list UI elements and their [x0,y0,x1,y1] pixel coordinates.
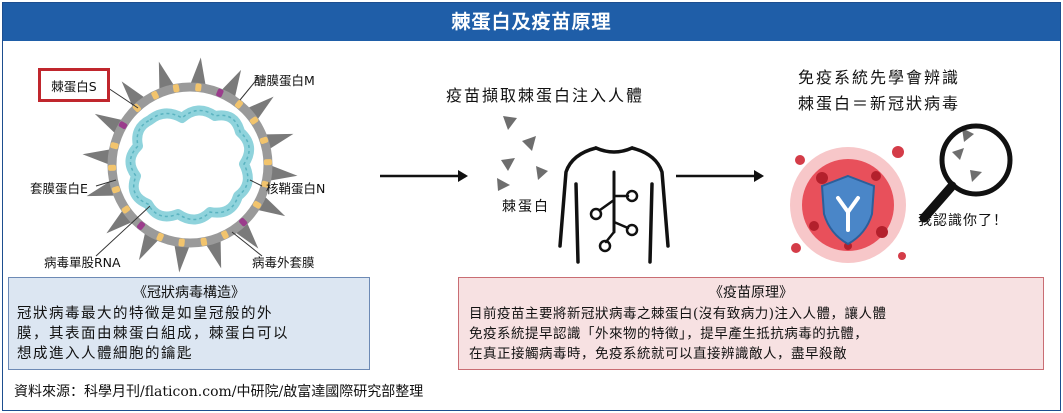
principle-box-line: 在真正接觸病毒時，免疫系統就可以直接辨識敵人，盡早殺敵 [469,346,847,362]
immune-caption-line1: 免疫系統先學會辨識 [798,68,961,87]
principle-box-title: 《疫苗原理》 [709,285,793,301]
spike-protein-label: 棘蛋白S [38,68,110,102]
nucleocapsid-label: 核鞘蛋白N [266,181,326,196]
structure-box: 《冠狀病毒構造》 冠狀病毒最大的特徵是如皇冠般的外 膜，其表面由棘蛋白組成，棘蛋… [8,277,370,370]
immune-caption-line2: 棘蛋白＝新冠狀病毒 [798,94,961,113]
rna-label: 病毒單股RNA [44,255,121,270]
envelope-protein-label: 套膜蛋白E [30,181,88,196]
principle-box-line: 免疫系統提早認識「外來物的特徵」，提早產生抵抗病毒的抗體， [469,326,869,342]
structure-box-line: 想成進入人體細胞的鑰匙 [17,346,193,362]
vaccine-spike-label: 棘蛋白 [502,199,550,215]
outer-envelope-label: 病毒外套膜 [252,255,315,270]
glyco-protein-label: 醣膜蛋白M [254,73,315,88]
source-note: 資料來源：科學月刊/flaticon.com/中研院/啟富達國際研究部整理 [14,384,424,400]
structure-box-title: 《冠狀病毒構造》 [133,285,245,301]
diagram-title: 棘蛋白及疫苗原理 [3,3,1060,41]
structure-box-line: 膜，其表面由棘蛋白組成，棘蛋白可以 [17,326,289,342]
vaccine-caption: 疫苗擷取棘蛋白注入人體 [446,86,645,105]
structure-box-line: 冠狀病毒最大的特徵是如皇冠般的外 [17,306,273,322]
principle-box-line: 目前疫苗主要將新冠狀病毒之棘蛋白(沒有致病力)注入人體，讓人體 [469,306,887,322]
immune-speech: 我認識你了！ [918,213,1008,229]
principle-box: 《疫苗原理》 目前疫苗主要將新冠狀病毒之棘蛋白(沒有致病力)注入人體，讓人體 免… [458,277,1044,370]
